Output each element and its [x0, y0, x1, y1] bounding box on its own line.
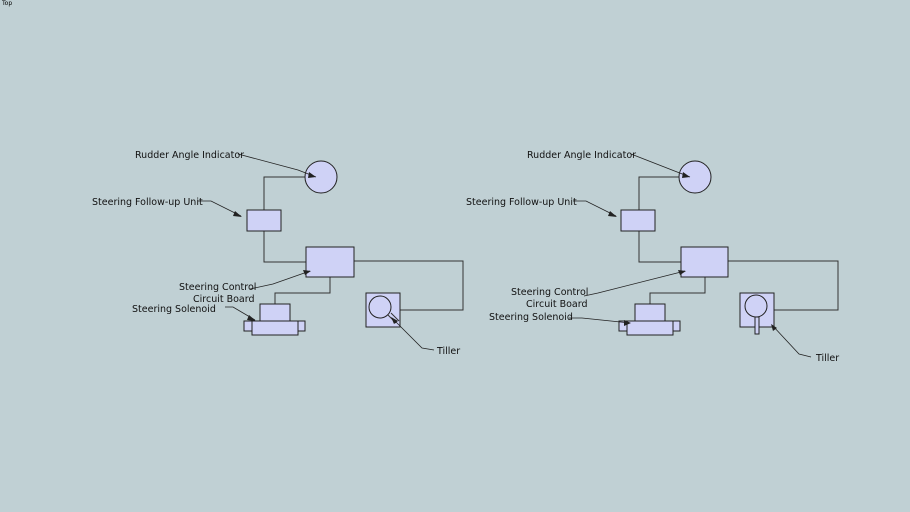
steering-control-circuit-board: [305, 246, 355, 278]
view-label: Top: [2, 0, 13, 7]
leader-steering-follow-up-unit: [198, 200, 242, 217]
label-circuit-board: Circuit Board: [193, 294, 255, 305]
steering-follow-up-unit: [620, 209, 656, 232]
rudder-angle-indicator: [304, 160, 338, 194]
wire-followup-to-control: [638, 231, 681, 263]
leader-tiller: [391, 317, 435, 351]
steering-solenoid: [243, 303, 306, 336]
wire-indicator-to-followup: [263, 176, 306, 210]
wire-control-to-tiller: [354, 260, 464, 311]
tiller: [739, 292, 775, 335]
wire-control-to-tiller: [728, 260, 839, 311]
label-steering-follow-up-unit: Steering Follow-up Unit: [466, 197, 577, 208]
leader-steering-solenoid: [569, 317, 631, 324]
label-tiller: Tiller: [436, 346, 460, 357]
leader-steering-control: [249, 270, 311, 290]
wire-followup-to-control: [263, 231, 306, 263]
leader-tiller: [771, 324, 812, 358]
leader-rudder-angle-indicator: [237, 153, 317, 178]
label-steering-control: Steering Control: [511, 287, 588, 298]
label-rudder-angle-indicator: Rudder Angle Indicator: [527, 150, 636, 161]
steering-follow-up-unit: [246, 209, 282, 232]
leader-rudder-angle-indicator: [630, 153, 691, 178]
tiller: [365, 292, 401, 328]
rudder-angle-indicator: [678, 160, 712, 194]
label-steering-control: Steering Control: [179, 282, 256, 293]
diagram-right: Rudder Angle Indicator Steering Follow-u…: [466, 150, 839, 364]
leader-steering-solenoid: [225, 306, 256, 321]
leader-steering-follow-up-unit: [573, 200, 617, 217]
diagram-left: Rudder Angle Indicator Steering Follow-u…: [92, 150, 464, 357]
label-circuit-board: Circuit Board: [526, 299, 588, 310]
label-steering-solenoid: Steering Solenoid: [489, 312, 573, 323]
label-tiller: Tiller: [815, 353, 839, 364]
wire-indicator-to-followup: [638, 176, 680, 210]
label-steering-solenoid: Steering Solenoid: [132, 304, 216, 315]
steering-solenoid: [618, 303, 681, 336]
label-steering-follow-up-unit: Steering Follow-up Unit: [92, 197, 203, 208]
label-rudder-angle-indicator: Rudder Angle Indicator: [135, 150, 244, 161]
leader-steering-control: [583, 270, 686, 297]
steering-control-circuit-board: [680, 246, 729, 278]
